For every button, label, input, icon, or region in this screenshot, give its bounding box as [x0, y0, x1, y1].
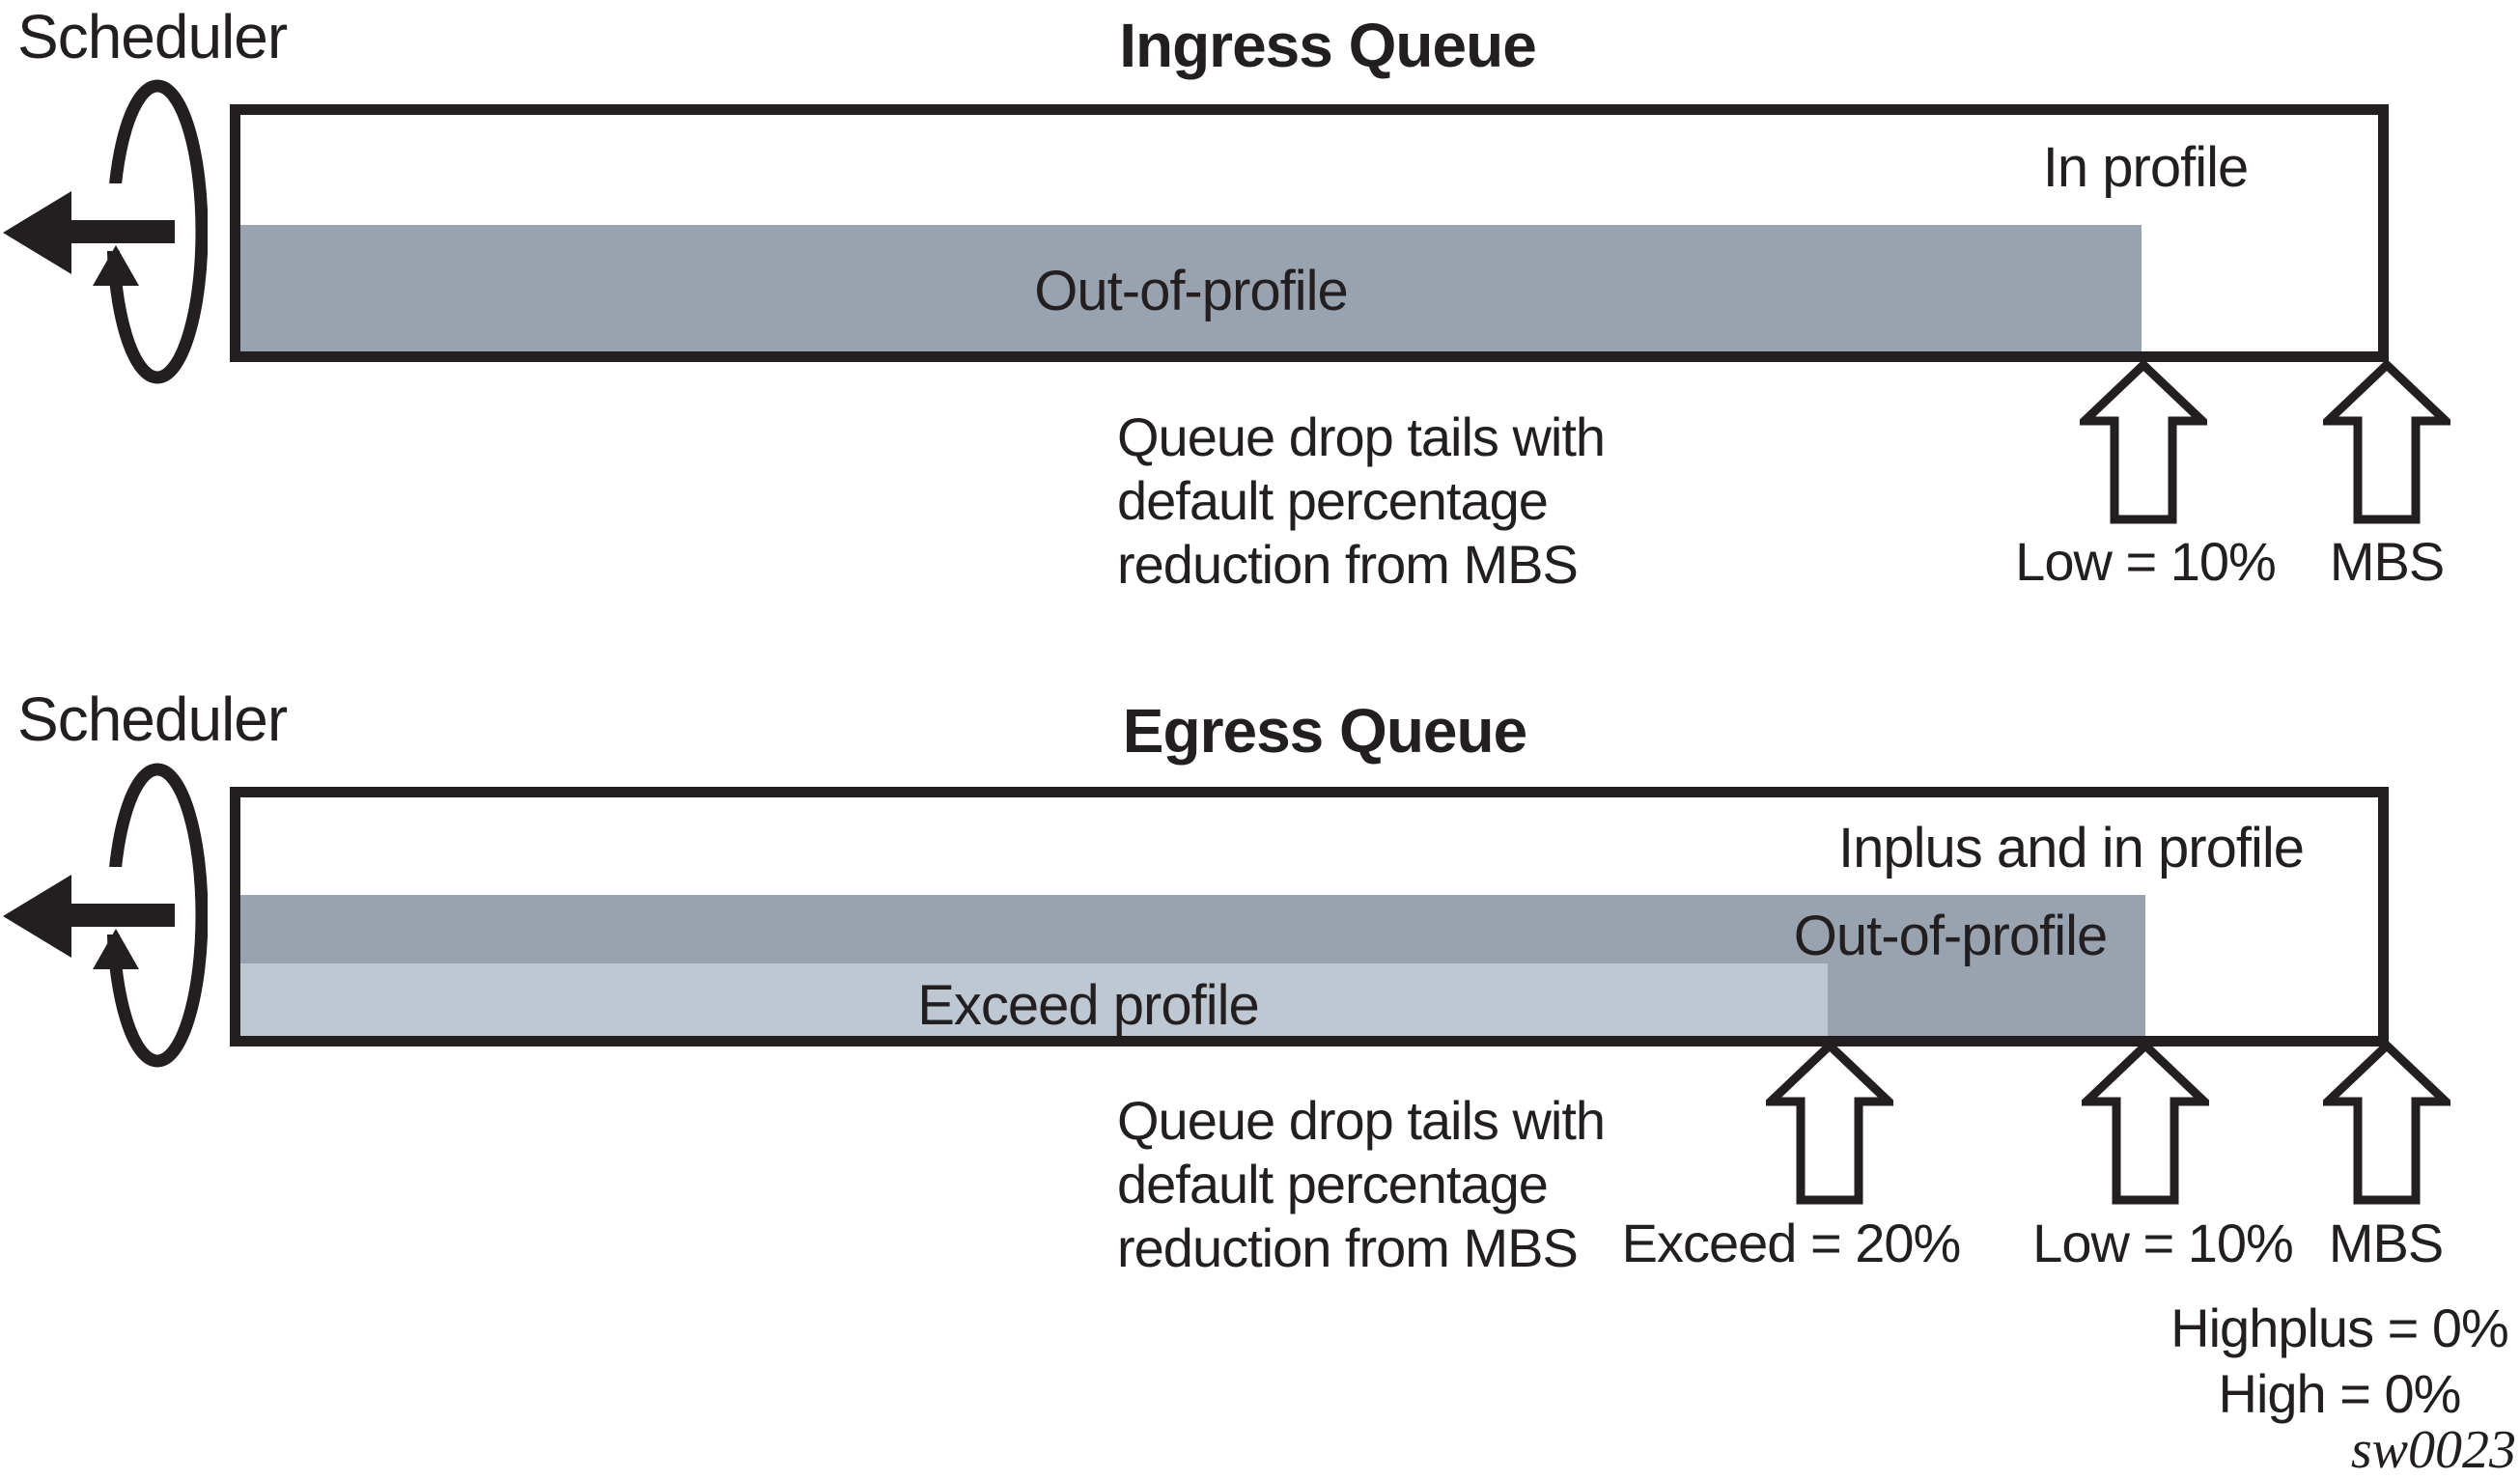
ingress-mbs-marker-label: MBS: [2329, 531, 2445, 592]
egress-extra-percentages: Highplus = 0% High = 0%: [2170, 1296, 2509, 1427]
ingress-out-of-profile-bar: [240, 225, 2142, 351]
ingress-drop-tail-note: Queue drop tails with default percentage…: [1117, 406, 1606, 595]
ingress-in-profile-label: In profile: [2042, 136, 2249, 199]
egress-mbs-marker-label: MBS: [2328, 1213, 2444, 1273]
egress-mbs-marker-arrow-icon: [2323, 1041, 2450, 1205]
figure-watermark: sw0023: [2350, 1420, 2516, 1479]
ingress-low-marker-label: Low = 10%: [2015, 531, 2277, 592]
ingress-scheduler-rotation-icon: [3, 79, 208, 384]
egress-high-label: High = 0%: [2218, 1363, 2462, 1424]
egress-inplus-in-profile-label: Inplus and in profile: [1838, 817, 2305, 879]
ingress-scheduler-label: Scheduler: [17, 2, 288, 71]
egress-highplus-label: Highplus = 0%: [2170, 1298, 2509, 1358]
ingress-mbs-marker-arrow-icon: [2323, 360, 2450, 524]
egress-exceed-marker-arrow-icon: [1766, 1041, 1893, 1205]
egress-exceed-marker-label: Exceed = 20%: [1621, 1213, 1962, 1273]
ingress-low-marker-arrow-icon: [2080, 360, 2207, 524]
egress-low-marker-label: Low = 10%: [2032, 1213, 2294, 1273]
ingress-queue-title: Ingress Queue: [1119, 11, 1537, 80]
egress-queue-title: Egress Queue: [1122, 696, 1527, 766]
egress-drop-tail-note: Queue drop tails with default percentage…: [1117, 1090, 1606, 1278]
egress-scheduler-rotation-icon: [3, 763, 208, 1068]
egress-scheduler-label: Scheduler: [17, 684, 288, 754]
egress-exceed-profile-bar: [240, 963, 1828, 1036]
egress-out-of-profile-label: Out-of-profile: [1793, 905, 2108, 967]
egress-low-marker-arrow-icon: [2082, 1041, 2209, 1205]
egress-exceed-profile-label: Exceed profile: [917, 974, 1260, 1037]
ingress-out-of-profile-label: Out-of-profile: [1034, 260, 1348, 322]
